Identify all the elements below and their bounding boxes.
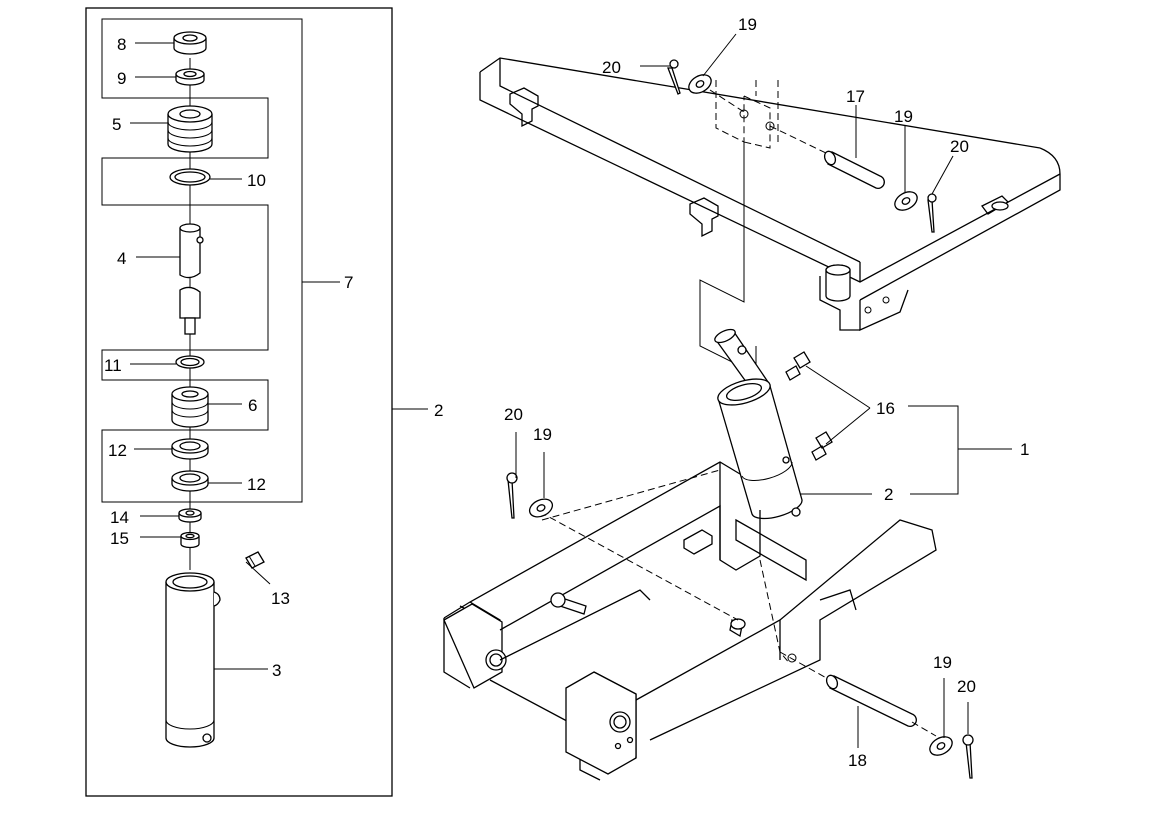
label-16: 16	[876, 399, 895, 418]
label-3: 3	[272, 661, 281, 680]
leaders-inset	[130, 42, 428, 670]
part-19-washer-bottom	[929, 736, 953, 756]
part-20-pin-upper-right	[927, 193, 937, 233]
label-4: 4	[117, 249, 126, 268]
inset-frame	[85, 7, 393, 797]
label-19-top: 19	[738, 15, 757, 34]
part-18-pin	[825, 674, 917, 727]
label-13: 13	[271, 589, 290, 608]
part-3-cylinder	[165, 572, 221, 748]
part-20-pin-left	[506, 472, 518, 519]
part-13-nipple	[245, 551, 265, 569]
cylinder-assembly	[714, 328, 833, 520]
callout-labels: 8 9 5 10 4 7 11 6 2 12 12 14 15 13 3 19 …	[104, 15, 1029, 770]
bracket-7	[101, 18, 303, 503]
label-12-upper: 12	[108, 441, 127, 460]
label-14: 14	[110, 508, 129, 527]
part-20-pin-top	[667, 59, 745, 113]
part-15-nut	[180, 531, 200, 549]
part-4-rod-lower	[179, 286, 201, 335]
label-5: 5	[112, 115, 121, 134]
leaders-right	[515, 33, 1012, 748]
part-19-washer-left	[528, 498, 554, 518]
part-19-washer-upper-right	[894, 191, 918, 211]
label-15: 15	[110, 529, 129, 548]
label-2-inset: 2	[434, 401, 443, 420]
part-20-pin-bottom	[911, 721, 974, 779]
part-19-washer-top	[688, 74, 712, 94]
frame-lug	[715, 80, 779, 149]
label-8: 8	[117, 35, 126, 54]
part-12-ring-lower	[171, 470, 209, 492]
label-20-upper-right: 20	[950, 137, 969, 156]
part-6-piston	[171, 386, 209, 428]
part-17-pin	[769, 125, 885, 189]
label-19-left: 19	[533, 425, 552, 444]
label-17: 17	[846, 87, 865, 106]
part-14-washer	[178, 508, 202, 523]
label-20-top: 20	[602, 58, 621, 77]
base-frame	[443, 461, 937, 781]
label-20-bottom: 20	[957, 677, 976, 696]
label-12-lower: 12	[247, 475, 266, 494]
part-8-nut	[173, 31, 207, 55]
part-12-ring-upper	[171, 438, 209, 460]
label-11: 11	[104, 356, 122, 375]
part-10-oring	[169, 168, 211, 186]
label-1: 1	[1020, 440, 1029, 459]
part-5-gland	[167, 105, 213, 153]
part-4-rod	[179, 223, 204, 279]
label-19-bottom: 19	[933, 653, 952, 672]
label-6: 6	[248, 396, 257, 415]
label-19-upper-right: 19	[894, 107, 913, 126]
label-20-left: 20	[504, 405, 523, 424]
label-2-main: 2	[884, 485, 893, 504]
label-18: 18	[848, 751, 867, 770]
part-11-oring	[175, 355, 205, 369]
label-9: 9	[117, 69, 126, 88]
label-10: 10	[247, 171, 266, 190]
base-dashed	[539, 469, 831, 681]
upper-frame	[479, 57, 1061, 332]
part-9-washer	[175, 68, 205, 86]
label-7: 7	[344, 273, 353, 292]
